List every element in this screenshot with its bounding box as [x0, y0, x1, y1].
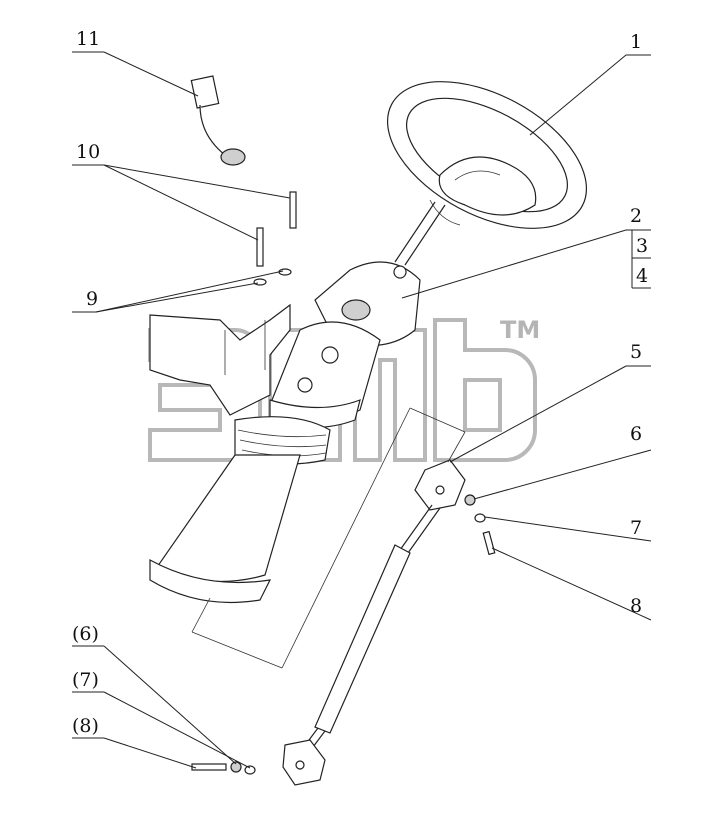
- callout-8: 8: [630, 595, 642, 617]
- steering-wheel: [386, 81, 588, 229]
- callout-6: 6: [630, 423, 642, 445]
- column-boot: [149, 416, 331, 604]
- callout-11: 11: [76, 28, 100, 50]
- callout-10: 10: [76, 141, 100, 163]
- intermediate-shaft: [282, 459, 466, 786]
- callout-8-paren: (8): [72, 715, 99, 737]
- phantom-lines: [191, 407, 466, 669]
- callout-5: 5: [630, 341, 642, 363]
- bolts-and-washers: [253, 191, 297, 286]
- callout-6-paren: (6): [72, 623, 99, 645]
- lower-fasteners: [191, 761, 256, 775]
- callout-1: 1: [630, 31, 642, 53]
- callout-labels: 1 2 3 4 5 6 7 8 9 10 11 (6) (7) (8): [72, 28, 648, 737]
- upper-fasteners: [464, 494, 496, 556]
- column-bracket: [149, 303, 291, 416]
- watermark-tm: TM: [500, 316, 540, 344]
- callout-3: 3: [636, 235, 648, 257]
- steering-column-upper: [269, 201, 446, 429]
- callout-9: 9: [86, 288, 98, 310]
- wiring-harness: [190, 75, 246, 166]
- leader-lines: [72, 51, 652, 769]
- callout-7: 7: [630, 517, 642, 539]
- callout-4: 4: [636, 265, 648, 287]
- callout-2: 2: [630, 205, 642, 227]
- callout-7-paren: (7): [72, 669, 99, 691]
